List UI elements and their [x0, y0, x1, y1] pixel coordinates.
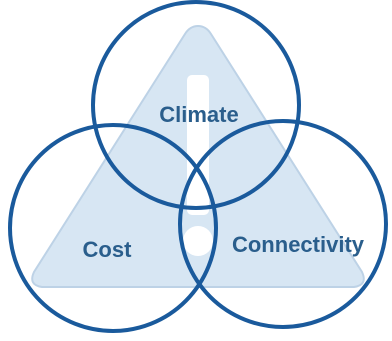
- cost-circle: [8, 123, 218, 333]
- warning-triangle-icon: [31, 24, 365, 288]
- connectivity-circle: [178, 119, 388, 329]
- exclamation-bar: [187, 75, 209, 215]
- climate-circle: [91, 0, 301, 210]
- exclamation-dot: [183, 226, 213, 256]
- cost-label: Cost: [83, 237, 133, 262]
- climate-label: Climate: [159, 102, 238, 127]
- connectivity-label: Connectivity: [232, 232, 365, 257]
